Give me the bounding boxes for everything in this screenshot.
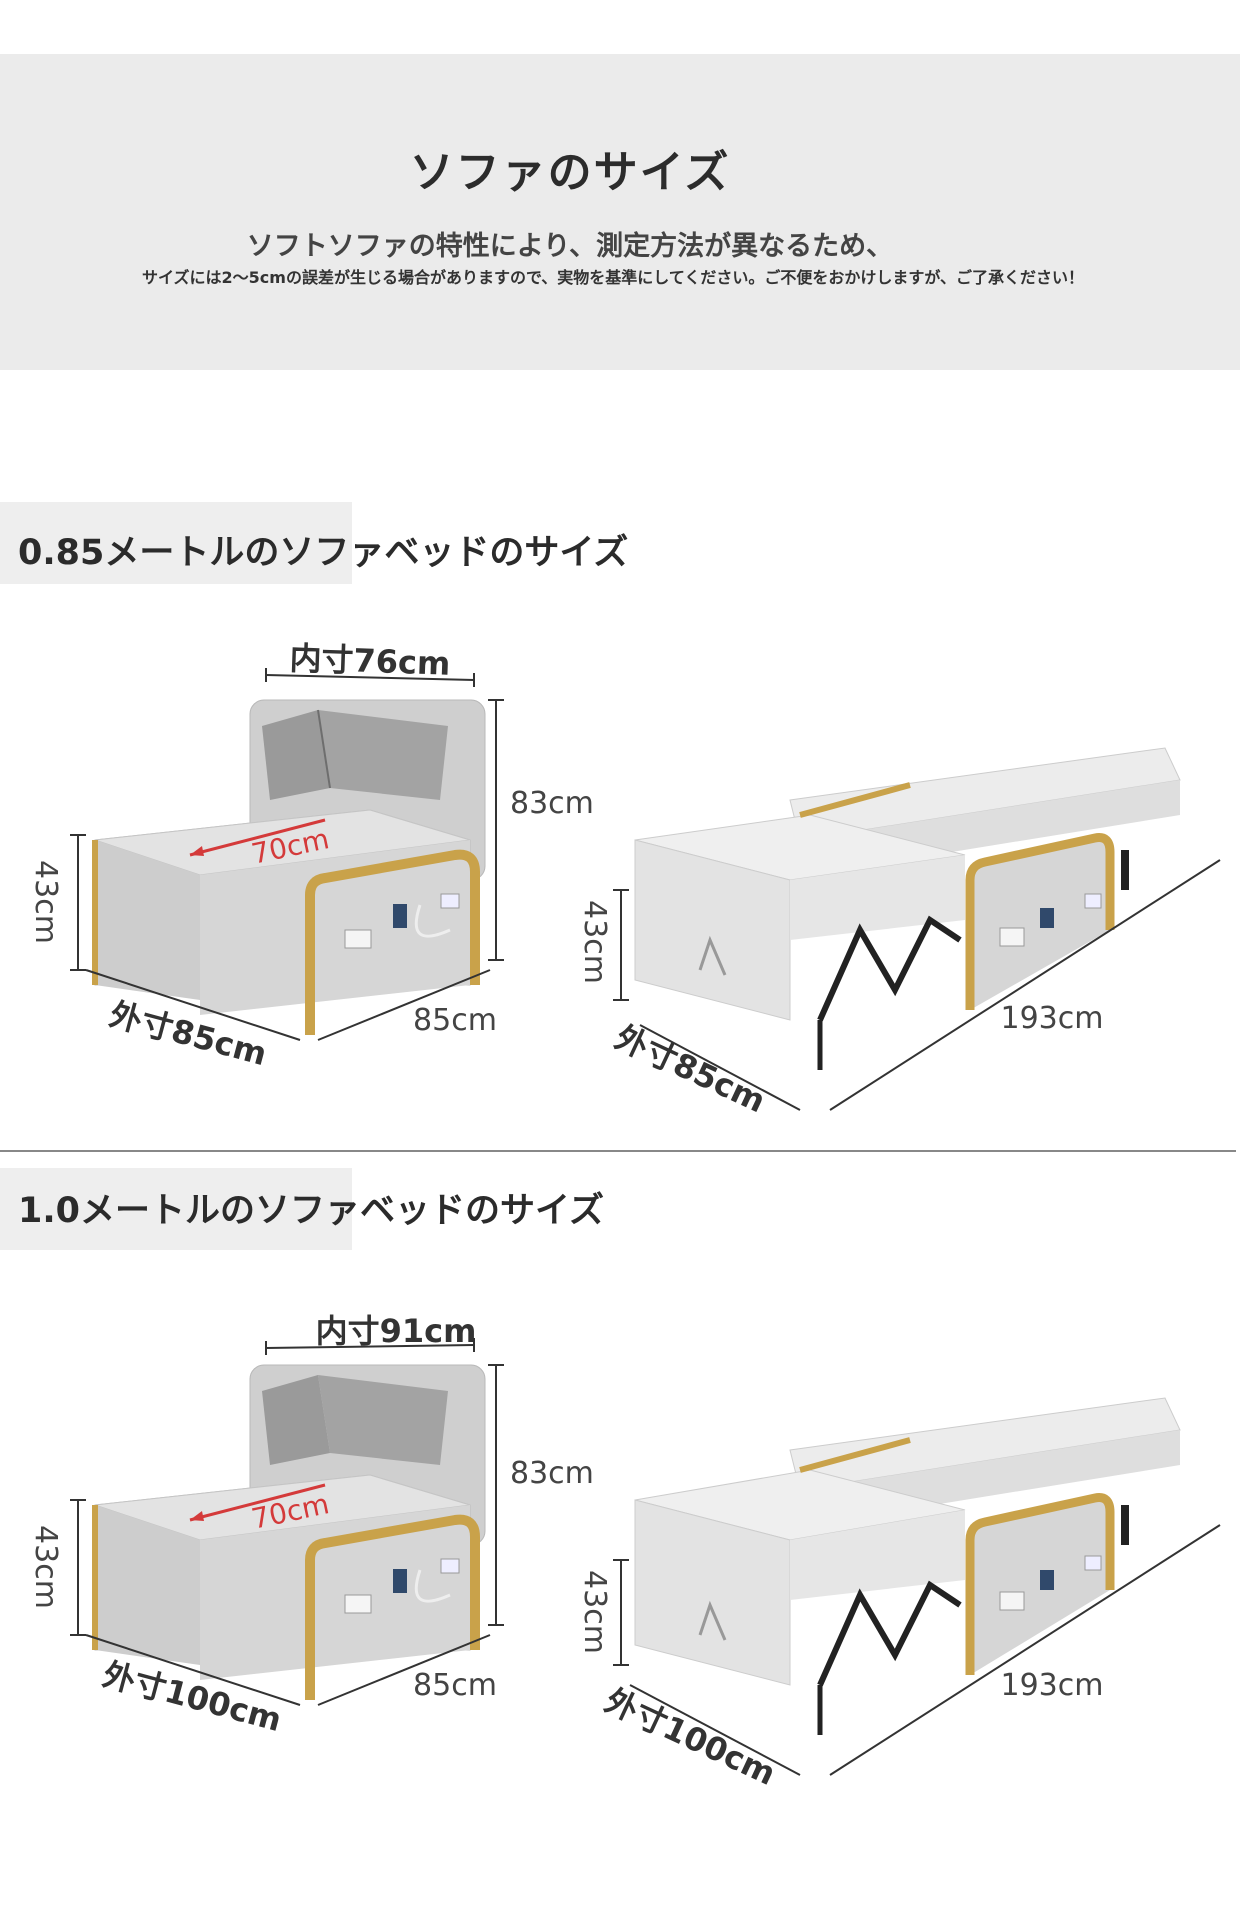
chair-height-label: 83cm: [510, 786, 594, 821]
bed-illustration-085: [634, 747, 1181, 1070]
sofa-bed-100-diagram: 内寸91cm 83cm 43cm 70cm 外寸100cm 85cm: [28, 1312, 1221, 1793]
bed-height-label: 43cm: [577, 1570, 612, 1654]
banner-subtitle: ソフトソファの特性により、測定方法が異なるため、: [246, 231, 894, 262]
chair-height-label: 83cm: [510, 1456, 594, 1491]
chair-illustration-085: [92, 699, 486, 1035]
bed-illustration-100: [634, 1397, 1181, 1735]
size-banner: ソファのサイズ ソフトソファの特性により、測定方法が異なるため、 サイズには2～…: [0, 54, 1240, 370]
bed-length-label: 193cm: [1001, 1668, 1104, 1703]
section-title-100: 1.0メートルのソファベッドのサイズ: [18, 1191, 604, 1231]
chair-seat-height-label: 43cm: [28, 860, 63, 944]
section-title-085: 0.85メートルのソファベッドのサイズ: [18, 533, 629, 573]
section-divider: [0, 1150, 1236, 1152]
chair-inner-width-label: 内寸76cm: [289, 640, 451, 683]
chair-depth-label: 85cm: [413, 1003, 497, 1038]
sofa-bed-085-diagram: 内寸76cm 83cm 43cm 70cm 外寸85cm 85cm: [28, 640, 1221, 1120]
banner-note: サイズには2～5cmの誤差が生じる場合がありますので、実物を基準にしてください。…: [142, 268, 1085, 287]
chair-illustration-100: [92, 1364, 486, 1700]
bed-outer-width-label: 外寸85cm: [609, 1018, 771, 1120]
chair-seat-height-label: 43cm: [28, 1525, 63, 1609]
section-header-085: [0, 502, 352, 584]
banner-title: ソファのサイズ: [409, 147, 731, 198]
bed-length-label: 193cm: [1001, 1001, 1104, 1036]
chair-inner-width-label: 内寸91cm: [316, 1312, 477, 1350]
bed-outer-width-label: 外寸100cm: [599, 1681, 781, 1793]
chair-depth-label: 85cm: [413, 1668, 497, 1703]
section-header-100: [0, 1168, 352, 1250]
bed-height-label: 43cm: [577, 900, 612, 984]
